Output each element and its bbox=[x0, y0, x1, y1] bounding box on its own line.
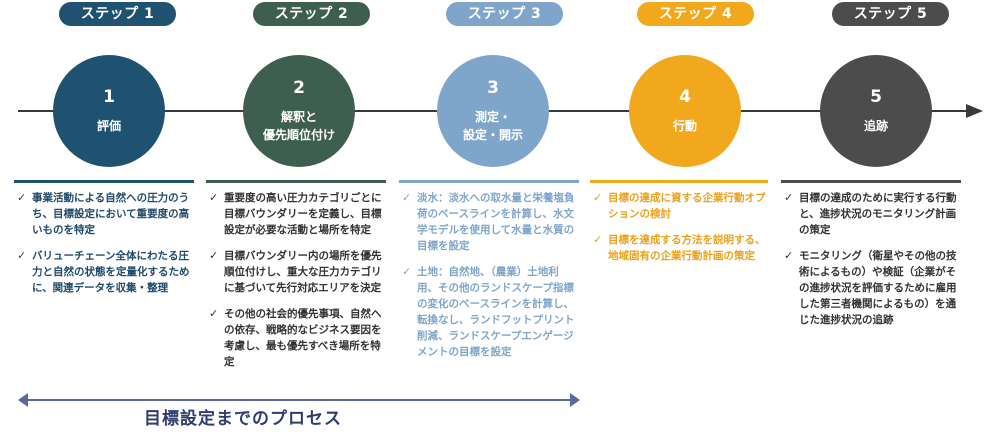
check-icon: ✓ bbox=[209, 249, 219, 262]
step-divider bbox=[14, 180, 194, 183]
step-number: 5 bbox=[870, 87, 882, 107]
list-item: ✓ 重要度の高い圧力カテゴリごとに目標バウンダリーを定義し、目標設定が必要な活動と… bbox=[206, 190, 386, 238]
step-item-list: ✓ 重要度の高い圧力カテゴリごとに目標バウンダリーを定義し、目標設定が必要な活動と… bbox=[206, 190, 386, 370]
step-label: 解釈と 優先順位付け bbox=[262, 110, 335, 142]
list-item: ✓ 目標を達成する方法を説明する、地域固有の企業行動計画の策定 bbox=[590, 232, 768, 264]
list-item: ✓ 目標バウンダリー内の場所を優先順位付けし、重大な圧力カテゴリに基づいて先行対応… bbox=[206, 248, 386, 296]
check-icon: ✓ bbox=[784, 249, 794, 262]
check-icon: ✓ bbox=[209, 307, 219, 320]
step-number: 2 bbox=[293, 78, 305, 98]
step-number: 3 bbox=[487, 78, 499, 98]
list-item: ✓ 事業活動による自然への圧力のうち、目標設定において重要度の高いものを特定 bbox=[14, 190, 194, 238]
step-3-circle: 3 測定・ 設定・開示 bbox=[437, 55, 549, 167]
step-5-details: ✓ 目標の達成のために実行する行動と、進捗状況のモニタリング計画の策定 ✓ モニタリン… bbox=[781, 180, 961, 338]
step-number: 1 bbox=[103, 87, 115, 107]
step-5-pill: ステップ 5 bbox=[832, 2, 949, 26]
item-text: 重要度の高い圧力カテゴリごとに目標バウンダリーを定義し、目標設定が必要な活動と場… bbox=[224, 192, 382, 236]
step-label: 評価 bbox=[96, 119, 121, 133]
step-item-list: ✓ 淡水：淡水への取水量と栄養塩負荷のベースラインを計算し、水文学モデルを使用して… bbox=[399, 190, 579, 360]
item-text: 目標バウンダリー内の場所を優先順位付けし、重大な圧力カテゴリに基づいて先行対応エ… bbox=[224, 250, 382, 294]
list-item: ✓ 目標の達成に資する企業行動オプションの検討 bbox=[590, 190, 768, 222]
check-icon: ✓ bbox=[784, 191, 794, 204]
process-label: 目標設定までのプロセス bbox=[144, 409, 342, 429]
step-1-pill: ステップ 1 bbox=[59, 2, 176, 26]
step-label: 追跡 bbox=[863, 119, 888, 133]
step-1-circle: 1 評価 bbox=[53, 55, 165, 167]
list-item: ✓ その他の社会的優先事項、自然への依存、戦略的なビジネス要因を考慮し、最も優先す… bbox=[206, 306, 386, 370]
step-item-list: ✓ 目標の達成に資する企業行動オプションの検討 ✓ 目標を達成する方法を説明する、地域… bbox=[590, 190, 768, 264]
item-text: 目標の達成に資する企業行動オプションの検討 bbox=[608, 192, 766, 220]
item-text: 淡水：淡水への取水量と栄養塩負荷のベースラインを計算し、水文学モデルを使用して水… bbox=[417, 192, 575, 252]
process-arrow-left-icon bbox=[18, 393, 28, 407]
check-icon: ✓ bbox=[402, 265, 412, 278]
check-icon: ✓ bbox=[593, 191, 603, 204]
step-5-circle: 5 追跡 bbox=[820, 55, 932, 167]
step-number: 4 bbox=[679, 87, 691, 107]
list-item: ✓ 土地：自然地、（農業）土地利用、その他のランドスケープ指標の変化のベースライン… bbox=[399, 264, 579, 360]
item-text: バリューチェーン全体にわたる圧力と自然の状態を定量化するために、関連データを収集… bbox=[32, 250, 190, 294]
step-2-circle: 2 解釈と 優先順位付け bbox=[243, 55, 355, 167]
step-label: 測定・ 設定・開示 bbox=[462, 110, 523, 142]
step-item-list: ✓ 目標の達成のために実行する行動と、進捗状況のモニタリング計画の策定 ✓ モニタリン… bbox=[781, 190, 961, 328]
item-text: 土地：自然地、（農業）土地利用、その他のランドスケープ指標の変化のベースラインを… bbox=[417, 266, 575, 358]
step-item-list: ✓ 事業活動による自然への圧力のうち、目標設定において重要度の高いものを特定 ✓ バリ… bbox=[14, 190, 194, 296]
step-2-details: ✓ 重要度の高い圧力カテゴリごとに目標バウンダリーを定義し、目標設定が必要な活動と… bbox=[206, 180, 386, 380]
step-divider bbox=[781, 180, 961, 183]
check-icon: ✓ bbox=[593, 233, 603, 246]
step-2-pill: ステップ 2 bbox=[253, 2, 370, 26]
check-icon: ✓ bbox=[402, 191, 412, 204]
check-icon: ✓ bbox=[17, 249, 27, 262]
check-icon: ✓ bbox=[209, 191, 219, 204]
step-label: 行動 bbox=[672, 119, 697, 133]
step-4-details: ✓ 目標の達成に資する企業行動オプションの検討 ✓ 目標を達成する方法を説明する、地域… bbox=[590, 180, 768, 274]
list-item: ✓ モニタリング（衛星やその他の技術によるもの）や検証（企業がその進捗状況を評価す… bbox=[781, 248, 961, 328]
item-text: 目標の達成のために実行する行動と、進捗状況のモニタリング計画の策定 bbox=[799, 192, 957, 236]
item-text: 事業活動による自然への圧力のうち、目標設定において重要度の高いものを特定 bbox=[32, 192, 190, 236]
check-icon: ✓ bbox=[17, 191, 27, 204]
step-3-pill: ステップ 3 bbox=[446, 2, 563, 26]
step-4-pill: ステップ 4 bbox=[637, 2, 754, 26]
timeline-arrowhead bbox=[966, 104, 983, 118]
item-text: その他の社会的優先事項、自然への依存、戦略的なビジネス要因を考慮し、最も優先すべ… bbox=[224, 308, 382, 368]
step-divider bbox=[590, 180, 768, 183]
list-item: ✓ バリューチェーン全体にわたる圧力と自然の状態を定量化するために、関連データを収… bbox=[14, 248, 194, 296]
list-item: ✓ 淡水：淡水への取水量と栄養塩負荷のベースラインを計算し、水文学モデルを使用して… bbox=[399, 190, 579, 254]
step-divider bbox=[206, 180, 386, 183]
item-text: モニタリング（衛星やその他の技術によるもの）や検証（企業がその進捗状況を評価する… bbox=[799, 250, 957, 326]
process-span-line bbox=[22, 399, 574, 401]
item-text: 目標を達成する方法を説明する、地域固有の企業行動計画の策定 bbox=[608, 234, 766, 262]
step-4-circle: 4 行動 bbox=[629, 55, 741, 167]
step-divider bbox=[399, 180, 579, 183]
step-1-details: ✓ 事業活動による自然への圧力のうち、目標設定において重要度の高いものを特定 ✓ バリ… bbox=[14, 180, 194, 306]
list-item: ✓ 目標の達成のために実行する行動と、進捗状況のモニタリング計画の策定 bbox=[781, 190, 961, 238]
step-3-details: ✓ 淡水：淡水への取水量と栄養塩負荷のベースラインを計算し、水文学モデルを使用して… bbox=[399, 180, 579, 370]
process-arrow-right-icon bbox=[570, 393, 580, 407]
